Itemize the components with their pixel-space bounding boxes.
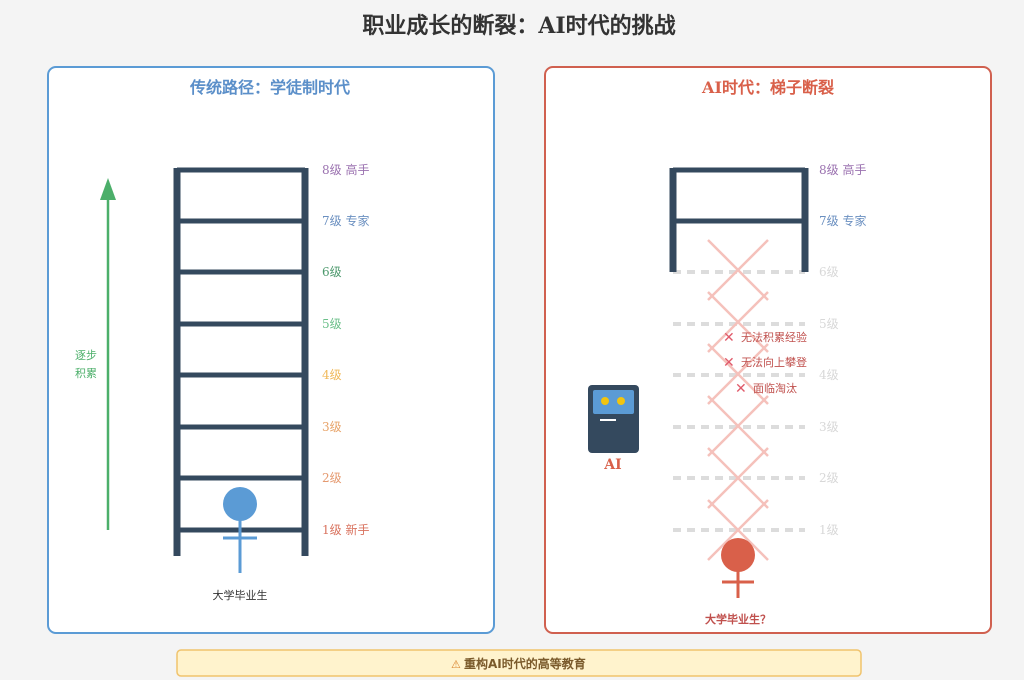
growth-arrow: [100, 178, 116, 530]
robot-label: AI: [603, 457, 621, 473]
problem-item: 无法积累经验: [741, 330, 807, 344]
missing-rungs: [673, 270, 805, 532]
arrow-up-icon: [100, 178, 116, 200]
level-label: 7级 专家: [322, 213, 369, 228]
level-labels: 8级 高手 7级 专家 6级 5级 4级 3级 2级 1级: [819, 162, 866, 537]
level-label: 4级: [819, 368, 839, 382]
level-label: 3级: [322, 420, 342, 434]
full-ladder: [173, 167, 309, 556]
x-icon: ✕: [723, 330, 735, 346]
person-label: 大学毕业生: [213, 588, 268, 602]
problem-list: ✕ 无法积累经验 ✕ 无法向上攀登 ✕ 面临淘汰: [723, 330, 807, 397]
broken-line: [707, 395, 769, 457]
broken-line: [707, 343, 769, 405]
broken-line: [707, 239, 769, 301]
level-label: 8级 高手: [322, 162, 369, 177]
broken-ladder: [669, 167, 809, 272]
level-label: 2级: [819, 471, 839, 485]
broken-line: [707, 499, 769, 561]
right-panel: AI时代：梯子断裂 8级 高手 7级 专家 6级 5级 4级 3级 2级 1级 ✕ 无法积累经…: [544, 66, 992, 634]
left-panel-frame: [47, 66, 495, 634]
level-label: 5级: [819, 317, 839, 331]
problem-item: 无法向上攀登: [741, 355, 807, 369]
left-panel-title: 传统路径：学徒制时代: [189, 78, 350, 97]
warning-icon: ⚠: [451, 658, 461, 671]
right-panel-frame: [544, 66, 992, 634]
level-label: 1级 新手: [322, 522, 369, 537]
level-label: 2级: [322, 471, 342, 485]
broken-line: [707, 447, 769, 509]
level-label: 7级 专家: [819, 213, 866, 228]
arrow-label-line2: 积累: [75, 367, 97, 380]
level-labels: 8级 高手 7级 专家 6级 5级 4级 3级 2级 1级 新手: [322, 162, 369, 537]
level-label: 1级: [819, 523, 839, 537]
arrow-label-line1: 逐步: [75, 349, 97, 362]
right-panel-title: AI时代：梯子断裂: [701, 78, 834, 97]
broken-cross-pattern: [707, 239, 769, 561]
level-label: 3级: [819, 420, 839, 434]
level-label: 6级: [819, 265, 839, 279]
footer-banner: ⚠ 重构AI时代的高等教育: [176, 649, 862, 677]
broken-line: [707, 291, 769, 353]
problem-item: 面临淘汰: [753, 381, 797, 395]
person-icon: [223, 487, 257, 573]
person-label: 大学毕业生？: [705, 612, 771, 626]
x-icon: ✕: [723, 355, 735, 371]
footer-text: 重构AI时代的高等教育: [464, 656, 586, 671]
page-title: 职业成长的断裂：AI时代的挑战: [362, 13, 675, 39]
person-icon: [721, 538, 755, 598]
level-label: 5级: [322, 317, 342, 331]
level-label: 8级 高手: [819, 162, 866, 177]
x-icon: ✕: [735, 381, 747, 397]
robot-icon: [588, 385, 639, 453]
level-label: 4级: [322, 368, 342, 382]
level-label: 6级: [322, 265, 342, 279]
